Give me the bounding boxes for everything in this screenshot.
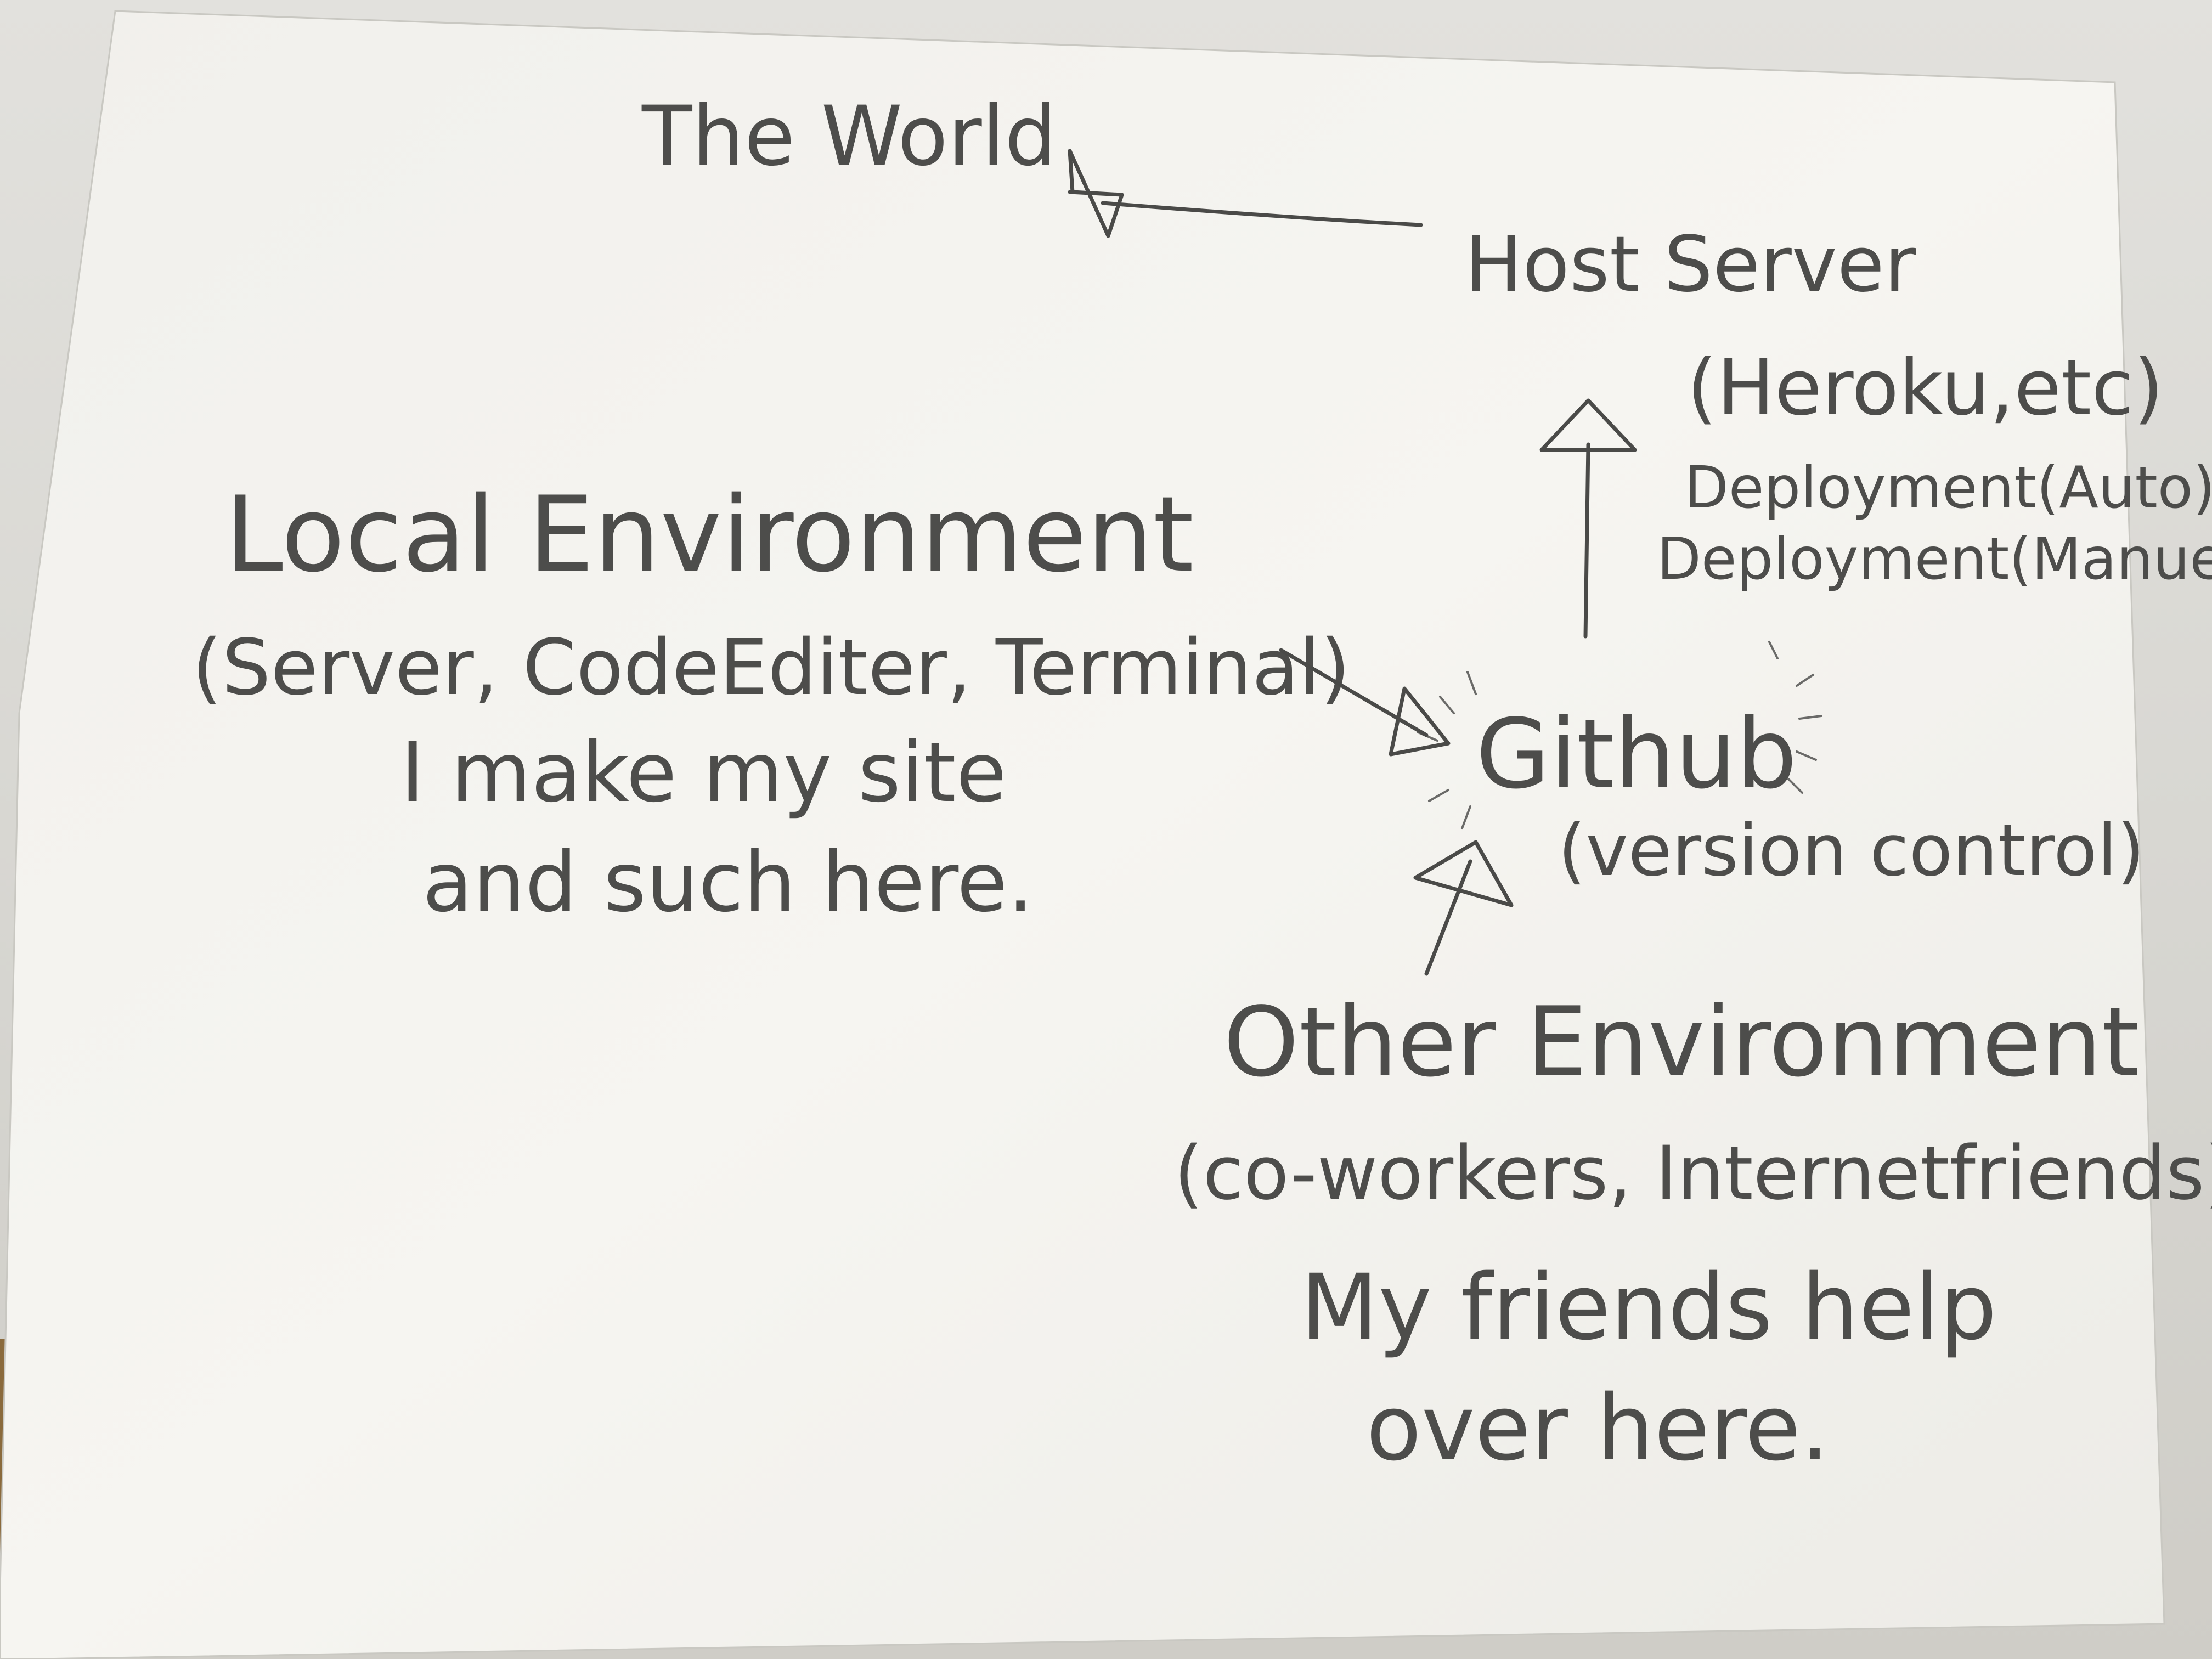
arrow-line — [1583, 442, 1590, 639]
node-note-line1: I make my site — [400, 725, 1007, 821]
arrow-line — [1424, 859, 1472, 976]
node-title: Other Environment — [1223, 987, 2140, 1098]
node-github: Github (version control) — [1417, 641, 2145, 892]
arrowhead — [1539, 398, 1637, 452]
arrow-line — [1101, 201, 1423, 227]
node-title: Host Server — [1465, 220, 1916, 309]
node-other-environment: Other Environment (co-workers, Internetf… — [1174, 987, 2212, 1481]
arrowhead — [1389, 686, 1451, 757]
edge-host-to-world — [1068, 149, 1423, 238]
node-note-line2: and such here. — [422, 835, 1034, 930]
node-detail: (co-workers, Internetfriends) — [1174, 1130, 2212, 1216]
paper — [0, 10, 2165, 1659]
node-note-line1: My friends help — [1300, 1255, 1997, 1360]
node-host-server: Host Server (Heroku,etc) — [1465, 220, 2164, 433]
arrow-line — [1279, 648, 1429, 737]
arrowhead — [1413, 840, 1514, 907]
arrowhead — [1068, 149, 1124, 238]
edge-local-to-github — [1279, 648, 1451, 757]
edge-github-to-host — [1539, 398, 1637, 639]
node-subtitle: (version control) — [1558, 809, 2145, 892]
node-title: Github — [1476, 699, 1797, 810]
sparkle-marks — [1417, 641, 1822, 830]
edge-labels-deployment: Deployment(Auto) Deployment(Manuel) — [1657, 454, 2212, 592]
edge-label-manual: Deployment(Manuel) — [1657, 526, 2212, 592]
node-the-world: The World — [641, 89, 1057, 184]
node-local-environment: Local Environment (Server, CodeEditer, T… — [192, 474, 1350, 930]
node-title: Local Environment — [225, 474, 1194, 595]
edge-other-to-github — [1413, 840, 1514, 976]
node-detail: (Server, CodeEditer, Terminal) — [192, 623, 1350, 713]
node-note-line2: over here. — [1366, 1375, 1830, 1481]
edge-label-auto: Deployment(Auto) — [1684, 454, 2212, 521]
node-title: The World — [641, 89, 1057, 184]
node-subtitle: (Heroku,etc) — [1687, 343, 2164, 433]
